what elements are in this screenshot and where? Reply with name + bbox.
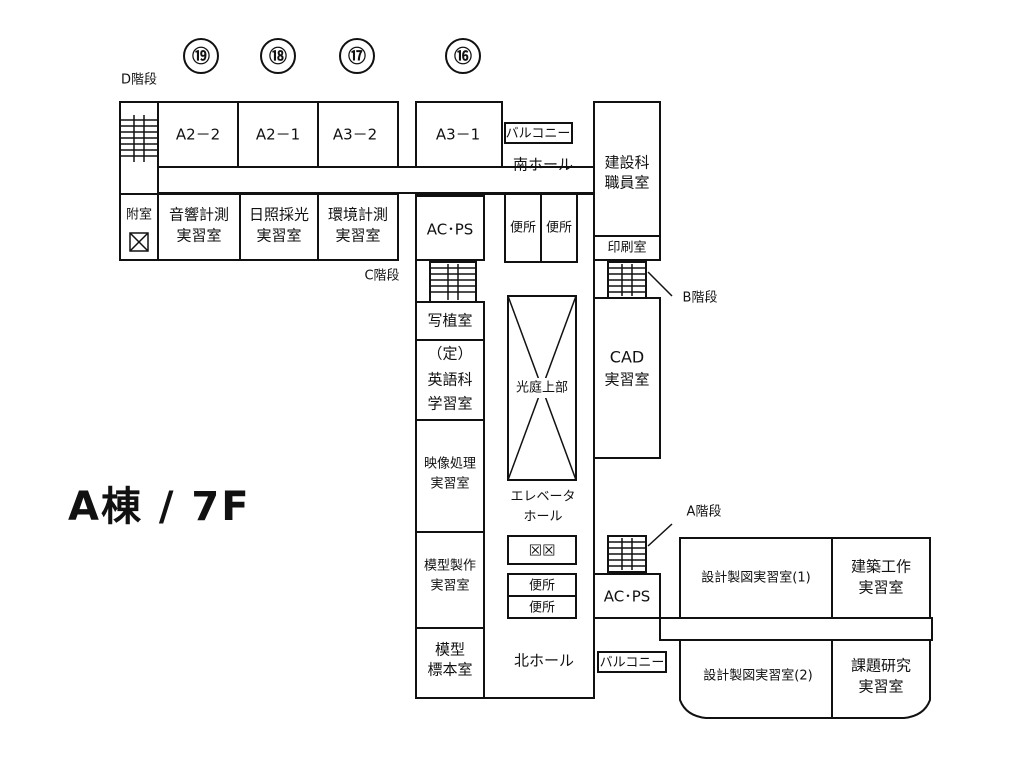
- room-number-16: ⑯: [445, 38, 481, 74]
- toilet-4-label: 便所: [529, 601, 555, 616]
- room-model-making-label-2: 実習室: [430, 578, 469, 594]
- room-environment-label-1: 環境計測: [328, 206, 388, 224]
- room-a2-2-label: A2－2: [176, 126, 220, 144]
- c-stair-label: C階段: [364, 269, 399, 284]
- room-drafting-2-label: 設計製図実習室(2): [703, 668, 812, 684]
- room-a3-1: [415, 101, 503, 168]
- lightwell-label: 光庭上部: [516, 380, 568, 396]
- room-print-label: 印刷室: [607, 240, 646, 256]
- room-model-making-label-1: 模型製作: [424, 559, 476, 574]
- room-acoustic-label-1: 音響計測: [169, 206, 229, 224]
- room-number-17-text: ⑰: [348, 46, 366, 68]
- toilet-2-label: 便所: [546, 221, 572, 236]
- room-research-label-1: 課題研究: [851, 657, 911, 675]
- room-english-label-3: 学習室: [427, 395, 472, 413]
- room-print: [593, 235, 661, 261]
- room-english-label-1: （定）: [427, 345, 472, 363]
- room-daylight: [239, 193, 319, 261]
- room-research: [831, 639, 931, 719]
- room-construction-label-1: 建築工作: [851, 558, 911, 576]
- room-drafting-1-label: 設計製図実習室(1): [701, 570, 810, 586]
- room-video-label-1: 映像処理: [424, 457, 476, 472]
- room-a2-1-label: A2－1: [256, 126, 300, 144]
- room-daylight-label-2: 実習室: [256, 227, 301, 245]
- elevator-shaft-marks: ☒☒: [529, 542, 556, 560]
- b-stair-leader: [647, 271, 673, 297]
- d-stair-label: D階段: [121, 73, 157, 88]
- room-environment-label-2: 実習室: [335, 227, 380, 245]
- room-acoustic-label-2: 実習室: [176, 227, 221, 245]
- room-specimen-label-1: 模型: [435, 641, 465, 659]
- room-video-label-2: 実習室: [430, 476, 469, 492]
- room-arch-staff-label-1: 建設科: [604, 154, 649, 172]
- room-cad-label-1: CAD: [610, 348, 644, 367]
- b-stair-label: B階段: [683, 291, 718, 306]
- room-phototype-label: 写植室: [427, 312, 472, 330]
- room-environment: [317, 193, 399, 261]
- room-model-making: [415, 531, 485, 629]
- toilet-3-label: 便所: [529, 579, 555, 594]
- room-number-19-text: ⑲: [192, 46, 210, 68]
- room-cad-label-2: 実習室: [604, 371, 649, 389]
- room-number-17: ⑰: [339, 38, 375, 74]
- annex-label: 附室: [126, 207, 152, 223]
- a-stair-treads: [609, 538, 645, 570]
- room-a3-1-label: A3－1: [436, 126, 480, 144]
- room-drafting-2: [679, 639, 833, 719]
- balcony-top: [504, 122, 573, 144]
- elevator-hall-label-1: エレベータ: [510, 490, 575, 505]
- room-number-16-text: ⑯: [454, 46, 472, 68]
- elevator-shafts: [507, 535, 577, 565]
- room-a3-2: [317, 101, 399, 168]
- room-english: [415, 339, 485, 421]
- room-research-label-2: 実習室: [858, 678, 903, 696]
- acps-top: [415, 195, 485, 261]
- balcony-bottom-label: バルコニー: [600, 656, 665, 671]
- annex-block: [119, 193, 159, 261]
- room-specimen: [415, 627, 485, 699]
- a-stair-label: A階段: [687, 505, 722, 520]
- room-number-19: ⑲: [183, 38, 219, 74]
- room-a2-2: [157, 101, 239, 168]
- a-stair-leader: [647, 523, 673, 547]
- d-stair-treads: [121, 115, 157, 162]
- d-stair-block: [119, 101, 159, 195]
- room-a3-2-label: A3－2: [333, 126, 377, 144]
- lightwell-label-bg: [510, 378, 574, 398]
- balcony-bottom: [597, 651, 667, 673]
- elevator-hall-label-2: ホール: [523, 510, 562, 525]
- toilet-2: [540, 193, 578, 263]
- room-english-label-2: 英語科: [427, 371, 472, 389]
- building-floor-title: A棟 / 7F: [68, 484, 251, 530]
- room-daylight-label-1: 日照採光: [249, 206, 309, 224]
- room-arch-staff: [593, 101, 661, 237]
- acps-top-label: AC･PS: [427, 221, 474, 239]
- room-drafting-1: [679, 537, 833, 619]
- toilet-1-label: 便所: [510, 221, 536, 236]
- acps-bottom-label: AC･PS: [604, 588, 651, 606]
- room-arch-staff-label-2: 職員室: [604, 174, 649, 192]
- annex-shaft-box: [129, 232, 149, 252]
- c-stair-treads: [431, 264, 475, 300]
- room-number-18: ⑱: [260, 38, 296, 74]
- north-corridor: [659, 617, 933, 641]
- north-hall-label: 北ホール: [514, 652, 574, 670]
- room-cad: [593, 297, 661, 459]
- room-number-18-text: ⑱: [269, 46, 287, 68]
- b-stair-treads: [609, 264, 645, 296]
- room-video: [415, 419, 485, 533]
- balcony-top-label: バルコニー: [506, 127, 571, 142]
- toilet-1: [504, 193, 542, 263]
- acps-bottom: [593, 573, 661, 619]
- room-specimen-label-2: 標本室: [427, 661, 472, 679]
- room-construction: [831, 537, 931, 619]
- room-construction-label-2: 実習室: [858, 579, 903, 597]
- room-a2-1: [237, 101, 319, 168]
- toilet-4: [507, 595, 577, 619]
- south-hall-label: 南ホール: [513, 156, 573, 174]
